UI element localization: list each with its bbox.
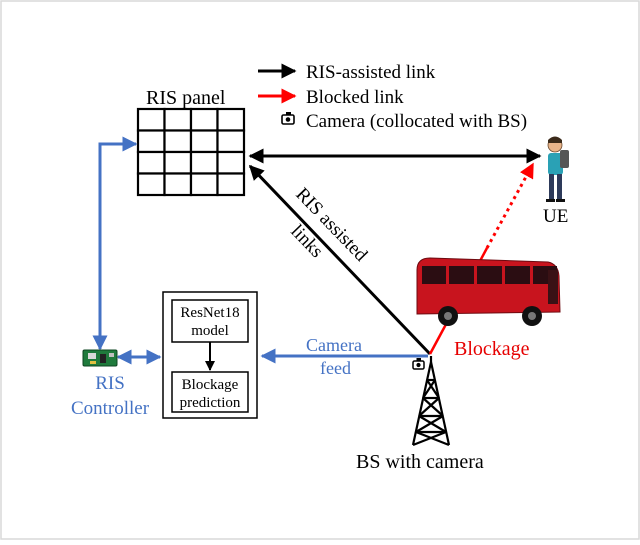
ris-element — [163, 172, 193, 197]
blockage-label: Blockage — [454, 338, 530, 360]
model-label-line1: ResNet18 — [180, 305, 239, 321]
prediction-box — [171, 371, 249, 413]
controller-ris-link — [92, 136, 138, 351]
ris-element — [189, 107, 219, 132]
ris-panel — [136, 107, 246, 197]
ris-element — [136, 129, 166, 154]
ris-element — [216, 150, 246, 175]
ris-element — [163, 150, 193, 175]
bs-ris-link — [248, 164, 432, 356]
blocked-link-dotted — [485, 162, 535, 249]
legend: RIS-assisted link Blocked link Camera (c… — [258, 62, 527, 132]
ris-element — [216, 107, 246, 132]
ris-element — [163, 129, 193, 154]
ue-label: UE — [543, 206, 568, 227]
model-label-line2: model — [191, 323, 229, 339]
ris-element — [189, 150, 219, 175]
prediction-label-line2: prediction — [180, 395, 241, 411]
ris-element — [136, 107, 166, 132]
ris-element — [189, 129, 219, 154]
ris-controller-label-line2: Controller — [71, 398, 150, 419]
ris-controller-label-line1: RIS — [95, 373, 125, 394]
camera-icon — [412, 358, 425, 370]
bs-label: BS with camera — [356, 451, 484, 473]
legend-camera-label: Camera (collocated with BS) — [306, 111, 527, 132]
ris-element — [189, 172, 219, 197]
legend-ris-link-label: RIS-assisted link — [306, 62, 436, 83]
camera-feed-label-line2: feed — [320, 358, 351, 378]
prediction-label-line1: Blockage — [182, 377, 239, 393]
person-icon — [546, 136, 569, 202]
camera-feed-label-line1: Camera — [306, 335, 362, 355]
circuit-board-icon — [82, 349, 118, 367]
cell-tower-icon — [411, 356, 451, 447]
legend-blocked-link-label: Blocked link — [306, 87, 404, 108]
ris-element — [136, 150, 166, 175]
ris-element — [216, 172, 246, 197]
ris-element — [136, 172, 166, 197]
ris-element — [216, 129, 246, 154]
ris-element — [163, 107, 193, 132]
legend-camera-icon — [281, 112, 295, 125]
bus-icon — [416, 257, 561, 326]
ris-panel-label: RIS panel — [146, 87, 226, 109]
